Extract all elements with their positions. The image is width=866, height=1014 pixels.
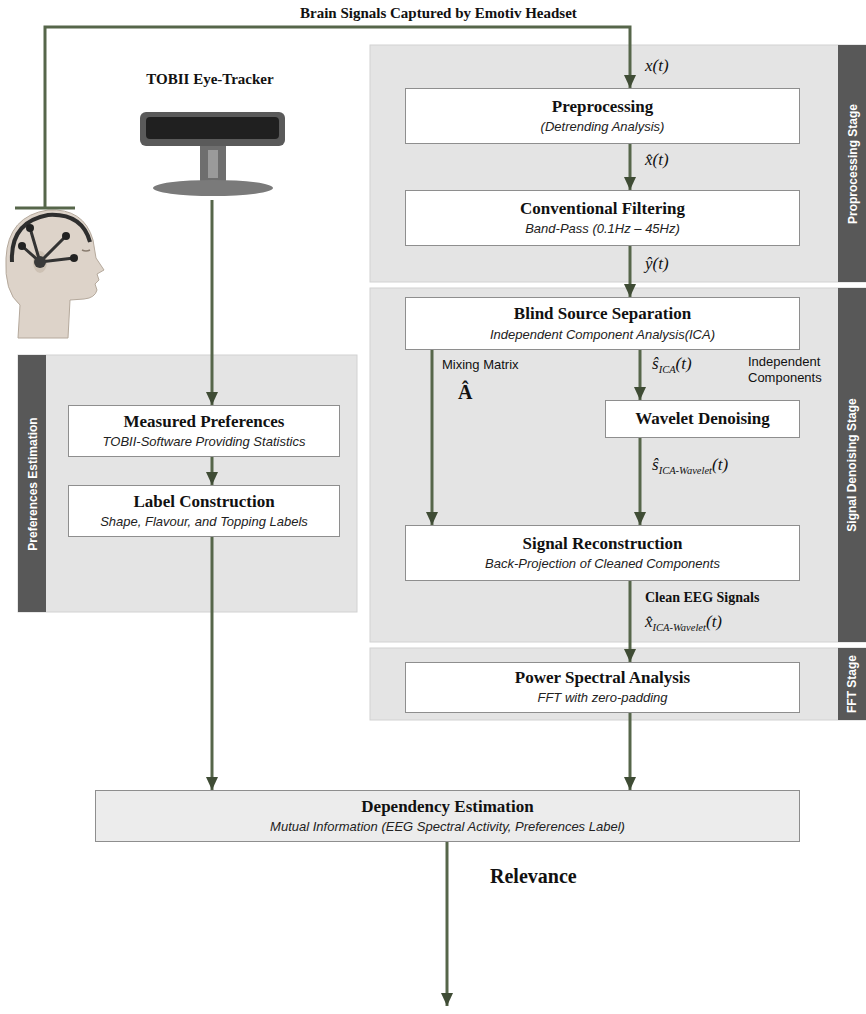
text-part: (t) <box>706 612 722 631</box>
tracker-body <box>140 112 285 146</box>
signal-label: x̂(t) <box>645 150 669 170</box>
box-subtitle: (Detrending Analysis) <box>541 119 665 135</box>
box-title: Wavelet Denoising <box>635 409 770 429</box>
headset-sensor <box>26 224 34 232</box>
box-title: Blind Source Separation <box>514 304 691 324</box>
stage-band: Blind Source SeparationIndependent Compo… <box>370 288 866 642</box>
box-title: Measured Preferences <box>124 412 285 432</box>
process-box: Blind Source SeparationIndependent Compo… <box>405 297 800 350</box>
text-part: (t) <box>676 354 692 373</box>
stage-band: Preprocessing (Detrending Analysis) Conven… <box>370 45 866 282</box>
stage-band: Power Spectral AnalysisFFT with zero-pad… <box>370 648 866 720</box>
text-part: x̂ <box>645 612 653 631</box>
text-subscript: ICA <box>659 364 676 375</box>
stage-tab: Signal Denoising Stage <box>838 288 866 642</box>
process-box: Dependency EstimationMutual Information … <box>95 790 800 842</box>
relevance-arrow <box>446 835 449 1006</box>
tracker-stand <box>200 146 226 182</box>
box-subtitle: Independent Component Analysis(ICA) <box>490 327 715 343</box>
stage-band-fill <box>370 648 866 720</box>
flow-arrow <box>211 457 214 485</box>
flow-arrow <box>629 713 632 790</box>
flow-arrow <box>431 350 434 525</box>
flow-arrow <box>639 350 642 400</box>
device-label: TOBII Eye-Tracker <box>146 70 273 88</box>
stage-tab: FFT Stage <box>838 648 866 720</box>
headset-sensor <box>18 242 26 250</box>
headset-band <box>12 215 90 262</box>
process-box: Signal ReconstructionBack-Projection of … <box>405 525 800 581</box>
flow-arrow <box>211 200 214 405</box>
tracker-front <box>146 117 279 139</box>
signal-label: Mixing Matrix <box>442 357 519 373</box>
headset-arms <box>22 228 74 262</box>
process-box: Label ConstructionShape, Flavour, and To… <box>68 485 340 537</box>
band-fills <box>18 45 866 720</box>
box-subtitle: Band-Pass (0.1Hz – 45Hz) <box>525 221 680 237</box>
process-box: Wavelet Denoising <box>605 400 800 438</box>
stage-tab-label: Proprocessing Stage <box>844 45 860 282</box>
signal-label: ŝICA-Wavelet(t) <box>652 455 728 477</box>
annotation-label: Â <box>458 380 472 404</box>
head-eye <box>82 250 90 251</box>
text-part: ŝ <box>652 354 659 373</box>
stage-band-fill <box>18 355 357 612</box>
box-title: Signal Reconstruction <box>522 534 682 554</box>
process-box: Conventional FilteringBand-Pass (0.1Hz –… <box>405 190 800 246</box>
box-title: Dependency Estimation <box>361 797 533 817</box>
headset-sensor <box>62 232 70 240</box>
box-subtitle: Back-Projection of Cleaned Components <box>485 556 720 572</box>
tracker-base <box>153 180 273 196</box>
box-title: Conventional Filtering <box>520 199 685 219</box>
box-subtitle: Shape, Flavour, and Topping Labels <box>100 514 308 530</box>
stage-band: Measured PreferencesTOBII-Software Provi… <box>18 355 357 612</box>
box-title: Preprocessing <box>552 97 653 117</box>
box-subtitle: FFT with zero-padding <box>537 690 667 706</box>
process-box: Preprocessing (Detrending Analysis) <box>405 88 800 144</box>
process-box: Power Spectral AnalysisFFT with zero-pad… <box>405 662 800 713</box>
stage-tab-label: FFT Stage <box>844 648 860 720</box>
flow-arrow <box>629 581 632 662</box>
text-subscript: ICA-Wavelet <box>653 622 706 633</box>
annotation-label: Independent Components <box>748 354 834 385</box>
flow-arrow <box>629 246 632 297</box>
flow-arrow <box>629 144 632 190</box>
flow-arrow <box>639 438 642 525</box>
box-subtitle: Mutual Information (EEG Spectral Activit… <box>270 819 625 835</box>
box-title: Power Spectral Analysis <box>515 668 690 688</box>
signal-label: ŷ(t) <box>645 254 669 274</box>
process-box: Measured PreferencesTOBII-Software Provi… <box>68 405 340 457</box>
stage-tab-label: Preferences Estimation <box>24 355 40 612</box>
text-part: (t) <box>712 455 728 474</box>
stage-tab: Preferences Estimation <box>18 355 46 612</box>
box-subtitle: TOBII-Software Providing Statistics <box>103 434 306 450</box>
text-part: ŝ <box>652 455 659 474</box>
head-ear <box>33 251 47 273</box>
signal-label: ŝICA(t) <box>652 354 692 376</box>
headset-sensor <box>70 254 78 262</box>
annotation-label: x(t) <box>645 56 669 76</box>
tracker-stand-detail <box>208 150 218 178</box>
stage-band-fill <box>370 45 866 282</box>
flow-arrow <box>211 537 214 790</box>
annotation-label: Brain Signals Captured by Emotiv Headset <box>300 4 577 22</box>
stage-tab-label: Signal Denoising Stage <box>844 288 860 642</box>
signal-label: Clean EEG Signals <box>645 590 759 607</box>
annotation-label: x̂ICA-Wavelet(t) <box>645 612 722 634</box>
device-node: TOBII Eye-Tracker <box>130 68 290 200</box>
head-illustration <box>6 210 104 338</box>
head-shape <box>6 210 104 338</box>
headset-hub <box>34 256 46 268</box>
eye-tracker-illustration <box>140 112 285 196</box>
text-subscript: ICA-Wavelet <box>659 465 712 476</box>
box-title: Label Construction <box>133 492 274 512</box>
stage-band-fill <box>370 288 866 642</box>
annotation-label: Relevance <box>490 864 577 888</box>
stage-tab: Proprocessing Stage <box>838 45 866 282</box>
